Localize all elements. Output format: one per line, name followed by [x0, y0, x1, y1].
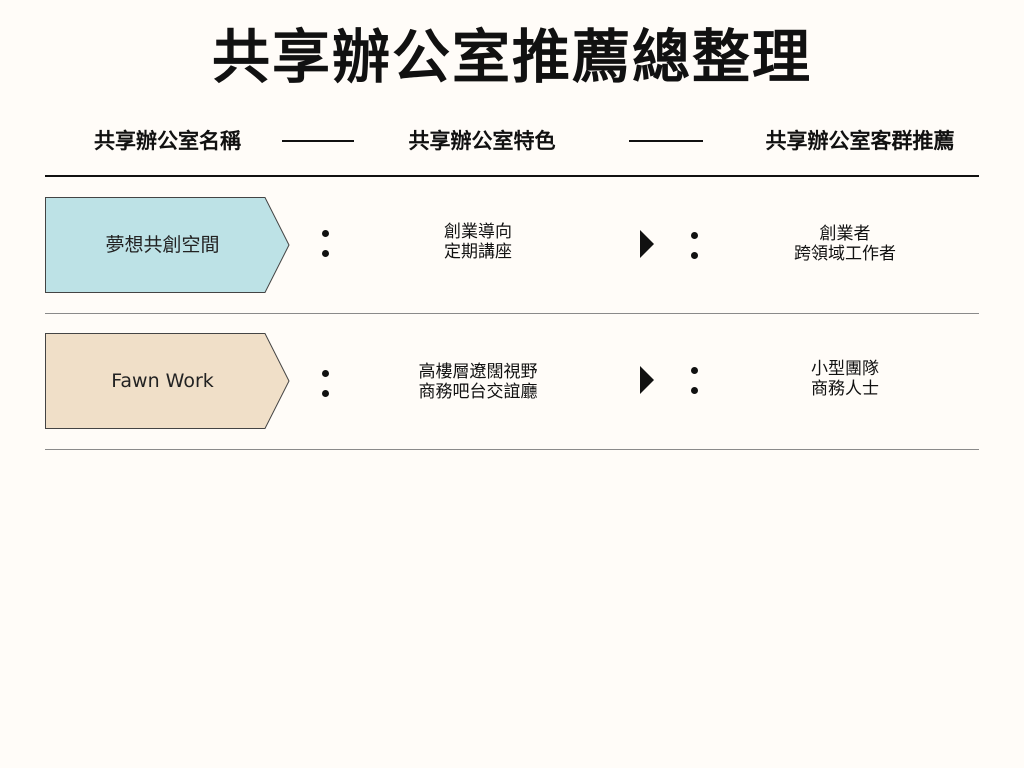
bullet	[691, 387, 698, 394]
audience-item: 小型團隊	[811, 359, 879, 379]
column-header-row: 共享辦公室名稱 共享辦公室特色 共享辦公室客群推薦	[0, 122, 1024, 160]
bullet	[322, 230, 329, 237]
feature-item: 創業導向	[444, 222, 512, 242]
header-name: 共享辦公室名稱	[94, 129, 241, 153]
arrow-right-icon	[640, 230, 654, 258]
audience-item: 創業者	[819, 224, 871, 244]
office-name: Fawn Work	[111, 370, 214, 392]
office-name: 夢想共創空間	[105, 234, 220, 256]
header-divider	[45, 175, 979, 177]
office-name-tag: 夢想共創空間	[45, 197, 290, 293]
header-features: 共享辦公室特色	[408, 129, 556, 153]
arrow-right-icon	[640, 366, 654, 394]
office-name-tag: Fawn Work	[45, 333, 290, 429]
header-dash	[282, 140, 354, 142]
audience-item: 商務人士	[811, 379, 879, 399]
header-dash	[629, 140, 703, 142]
feature-item: 定期講座	[444, 242, 512, 262]
header-audience: 共享辦公室客群推薦	[765, 129, 955, 153]
tag-shape	[45, 333, 290, 429]
feature-item: 商務吧台交誼廳	[418, 382, 538, 402]
audience-item: 跨領域工作者	[794, 244, 896, 264]
row-divider	[45, 449, 979, 450]
feature-list: 高樓層遼闊視野 商務吧台交誼廳	[378, 362, 578, 402]
tag-shape	[45, 197, 290, 293]
bullet	[691, 252, 698, 259]
feature-list: 創業導向 定期講座	[378, 222, 578, 262]
bullet	[322, 390, 329, 397]
table-row: Fawn Work 高樓層遼闊視野 商務吧台交誼廳 小型團隊 商務人士	[0, 333, 1024, 429]
bullet	[322, 370, 329, 377]
table-row: 夢想共創空間 創業導向 定期講座 創業者 跨領域工作者	[0, 197, 1024, 293]
bullet	[322, 250, 329, 257]
feature-item: 高樓層遼闊視野	[418, 362, 538, 382]
audience-list: 創業者 跨領域工作者	[745, 224, 945, 264]
page-title: 共享辦公室推薦總整理	[211, 23, 812, 91]
audience-list: 小型團隊 商務人士	[745, 359, 945, 399]
bullet	[691, 367, 698, 374]
bullet	[691, 232, 698, 239]
row-divider	[45, 313, 979, 314]
